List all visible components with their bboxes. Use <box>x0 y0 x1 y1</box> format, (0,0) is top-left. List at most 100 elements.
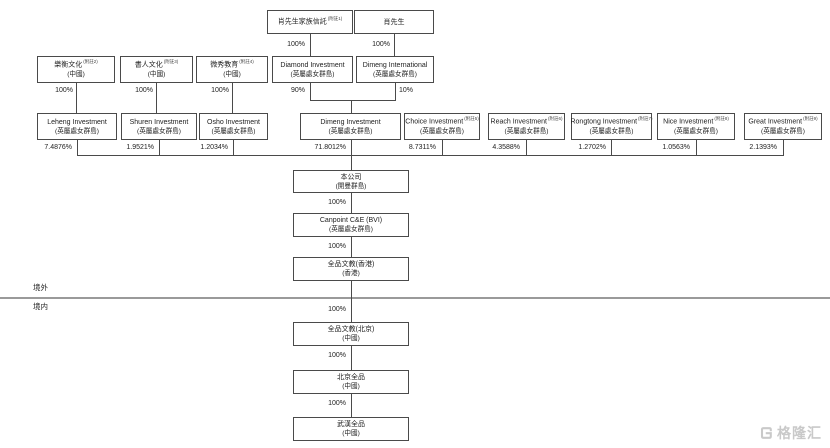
entity-jurisdiction: (中國) <box>342 383 360 390</box>
ownership-percentage-label: 100% <box>135 87 153 94</box>
ownership-percentage-label: 8.7311% <box>408 144 436 151</box>
ownership-percentage-label: 1.2034% <box>200 144 228 151</box>
entity-jurisdiction: (英屬處女群島) <box>373 70 417 78</box>
entity-name: Nice Investment <box>663 118 714 126</box>
connector-line <box>783 139 784 156</box>
note-reference: (附註9) <box>803 116 818 122</box>
entity-jurisdiction: (英屬處女群島) <box>137 127 181 135</box>
connector-line <box>351 394 352 417</box>
entity-jurisdiction: (中國) <box>67 70 85 78</box>
node-leheng-investment: Leheng Investment(英屬處女群島) <box>37 113 117 140</box>
note-reference: (附註7) <box>638 116 653 122</box>
ownership-percentage-label: 100% <box>328 199 346 206</box>
connector-line <box>310 100 396 101</box>
note-reference: (附註2) <box>83 59 98 65</box>
entity-name: 書人文化 <box>134 61 163 69</box>
connector-line <box>351 346 352 370</box>
node-shuren-investment: Shuren Investment(英屬處女群島) <box>121 113 197 140</box>
entity-jurisdiction: (英屬處女群島) <box>589 127 634 135</box>
ownership-percentage-label: 71.8012% <box>314 144 346 151</box>
entity-name: 樂衡文化 <box>54 61 83 69</box>
connector-line <box>351 237 352 257</box>
connector-line <box>696 139 697 156</box>
node-shuren-culture: 書人文化(附註3) (中國) <box>120 56 193 83</box>
gelonghui-logo-icon <box>760 427 772 439</box>
connector-line <box>233 139 234 156</box>
node-choice-investment: Choice Investment(附註5)(英屬處女群島) <box>404 113 480 140</box>
entity-jurisdiction: (英屬處女群島) <box>329 226 373 233</box>
offshore-onshore-divider <box>0 297 830 299</box>
connector-line <box>156 83 157 113</box>
connector-line <box>76 83 77 113</box>
connector-line <box>526 139 527 156</box>
ownership-percentage-label: 100% <box>328 306 346 313</box>
connector-line <box>351 139 352 170</box>
connector-line <box>611 139 612 156</box>
entity-name: Reach Investment <box>490 118 547 126</box>
ownership-percentage-label: 100% <box>328 352 346 359</box>
note-reference: (附註8) <box>714 116 729 122</box>
node-xiao-family-trust: 肖先生家族信託(附註1) <box>267 10 353 34</box>
connector-line <box>351 281 352 322</box>
entity-name: Dimeng Investment <box>320 118 381 126</box>
entity-name: Choice Investment <box>405 118 464 126</box>
entity-jurisdiction: (英屬處女群島) <box>420 127 464 135</box>
entity-name: 北京全品 <box>337 374 365 381</box>
entity-name: Rongtong Investment <box>570 118 638 126</box>
entity-name: 微秀教育 <box>210 61 239 69</box>
node-mr-xiao: 肖先生 <box>354 10 434 34</box>
ownership-percentage-label: 4.3588% <box>492 144 520 151</box>
entity-name: Diamond Investment <box>280 61 345 69</box>
entity-name: 肖先生 <box>383 18 405 26</box>
ownership-percentage-label: 1.9521% <box>126 144 154 151</box>
ownership-percentage-label: 1.0563% <box>662 144 690 151</box>
node-dimeng-international: Dimeng International(英屬處女群島) <box>356 56 434 83</box>
gelonghui-watermark: 格隆汇 <box>758 423 822 443</box>
entity-jurisdiction: (香港) <box>342 270 360 277</box>
note-reference: (附註6) <box>547 116 563 122</box>
node-rongtong-investment: Rongtong Investment(附註7) (英屬處女群島) <box>570 113 653 140</box>
note-reference: (附註3) <box>163 59 179 65</box>
entity-jurisdiction: (英屬處女群島) <box>504 127 549 135</box>
connector-line <box>310 34 311 56</box>
entity-name: Dimeng International <box>362 61 428 69</box>
entity-jurisdiction: (英屬處女群島) <box>674 127 718 135</box>
connector-line <box>351 100 352 113</box>
connector-line <box>159 139 160 156</box>
ownership-percentage-label: 100% <box>372 41 390 48</box>
note-reference: (附註5) <box>464 116 479 122</box>
entity-name: Great Investment <box>748 118 803 126</box>
entity-jurisdiction: (開曼群島) <box>335 182 367 190</box>
note-reference: (附註1) <box>327 16 343 22</box>
entity-name: Osho Investment <box>207 118 260 126</box>
entity-name: 全品文教(香港) <box>327 261 375 268</box>
connector-line <box>395 83 396 100</box>
ownership-percentage-label: 100% <box>211 87 229 94</box>
ownership-percentage-label: 1.2702% <box>578 144 606 151</box>
node-quanpin-wenjiao-hk: 全品文教(香港) (香港) <box>293 257 409 281</box>
entity-jurisdiction: (英屬處女群島) <box>328 127 373 135</box>
node-diamond-investment: Diamond Investment(英屬處女群島) <box>272 56 353 83</box>
node-dimeng-investment: Dimeng Investment(英屬處女群島) <box>300 113 401 140</box>
entity-jurisdiction: (中國) <box>342 430 360 437</box>
gelonghui-logo-text: 格隆汇 <box>777 425 822 441</box>
entity-jurisdiction: (英屬處女群島) <box>55 127 99 135</box>
entity-jurisdiction: (英屬處女群島) <box>290 70 335 78</box>
ownership-percentage-label: 10% <box>399 87 414 94</box>
entity-jurisdiction: (中國) <box>147 70 166 78</box>
node-weixiu-education: 微秀教育(附註4)(中國) <box>196 56 268 83</box>
ownership-percentage-label: 7.4876% <box>44 144 72 151</box>
connector-line <box>351 193 352 213</box>
entity-jurisdiction: (英屬處女群島) <box>211 127 256 135</box>
connector-line <box>310 83 311 100</box>
ownership-percentage-label: 100% <box>328 243 346 250</box>
node-osho-investment: Osho Investment(英屬處女群島) <box>199 113 268 140</box>
entity-name: Leheng Investment <box>47 118 107 126</box>
connector-line <box>442 139 443 156</box>
entity-jurisdiction: (英屬處女群島) <box>761 127 805 135</box>
entity-name: Shuren Investment <box>129 118 189 126</box>
ownership-percentage-label: 100% <box>328 400 346 407</box>
node-nice-investment: Nice Investment(附註8) (英屬處女群島) <box>657 113 735 140</box>
ownership-percentage-label: 100% <box>287 41 305 48</box>
